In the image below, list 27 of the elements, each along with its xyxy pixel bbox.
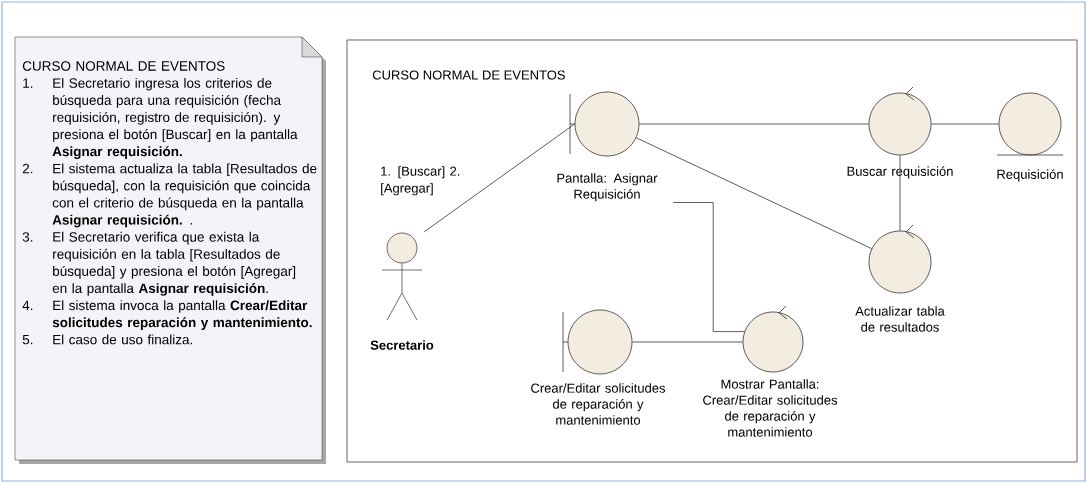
connector-line [899, 155, 901, 231]
node-label: Requisición [997, 169, 1063, 182]
list-item: El Secretario verifica que exista la requisición en la tabla [Resultados de búsqueda] y presiona el botón [Agregar] en la pantalla Asignar requisición. [52, 231, 296, 296]
list-number: 4. [22, 300, 33, 310]
node-label: Crear/Editar solicitudes de reparación y mantenimiento [531, 383, 666, 425]
list-item: El sistema actualiza la tabla [Resultados de búsqueda], con la requisición que coincida con el criterio de búsqueda en la pantalla Asignar requisición. . [52, 163, 317, 228]
connector-line [632, 341, 743, 343]
node-label: Buscar requisición [847, 166, 953, 179]
list-item: El caso de uso finaliza. [53, 334, 192, 345]
list-number: 1. [23, 78, 33, 88]
node-label: Secretario [370, 340, 434, 350]
connector-line [635, 137, 872, 249]
connector-line [639, 123, 869, 125]
node-label: Mostrar Pantalla: Crear/Editar solicitudes de reparación y mantenimiento [703, 379, 838, 437]
list-number: 3. [22, 232, 33, 242]
list-item: El Secretario ingresa los criterios de búsqueda para una requisición (fecha requisición, registro de requisición). y presiona el botón [Buscar] en la pantalla Asignar requisición. [52, 77, 298, 159]
connector-line [672, 202, 745, 332]
frame-title: CURSO NORMAL DE EVENTOS [372, 70, 565, 80]
edge-label: 1. [Buscar] 2. [Agregar] [379, 165, 464, 197]
connector-line [423, 123, 575, 233]
list-item: El sistema invoca la pantalla Crear/Editar solicitudes reparación y mantenimiento. [52, 300, 312, 330]
node-label: Pantalla: Asignar Requisición [557, 173, 658, 202]
list-number: 2. [22, 163, 33, 174]
list-number: 5. [22, 334, 33, 345]
node-label: Actualizar tabla de resultados [855, 306, 945, 332]
note-heading: CURSO NORMAL DE EVENTOS [22, 61, 225, 71]
connector-line [931, 123, 999, 125]
